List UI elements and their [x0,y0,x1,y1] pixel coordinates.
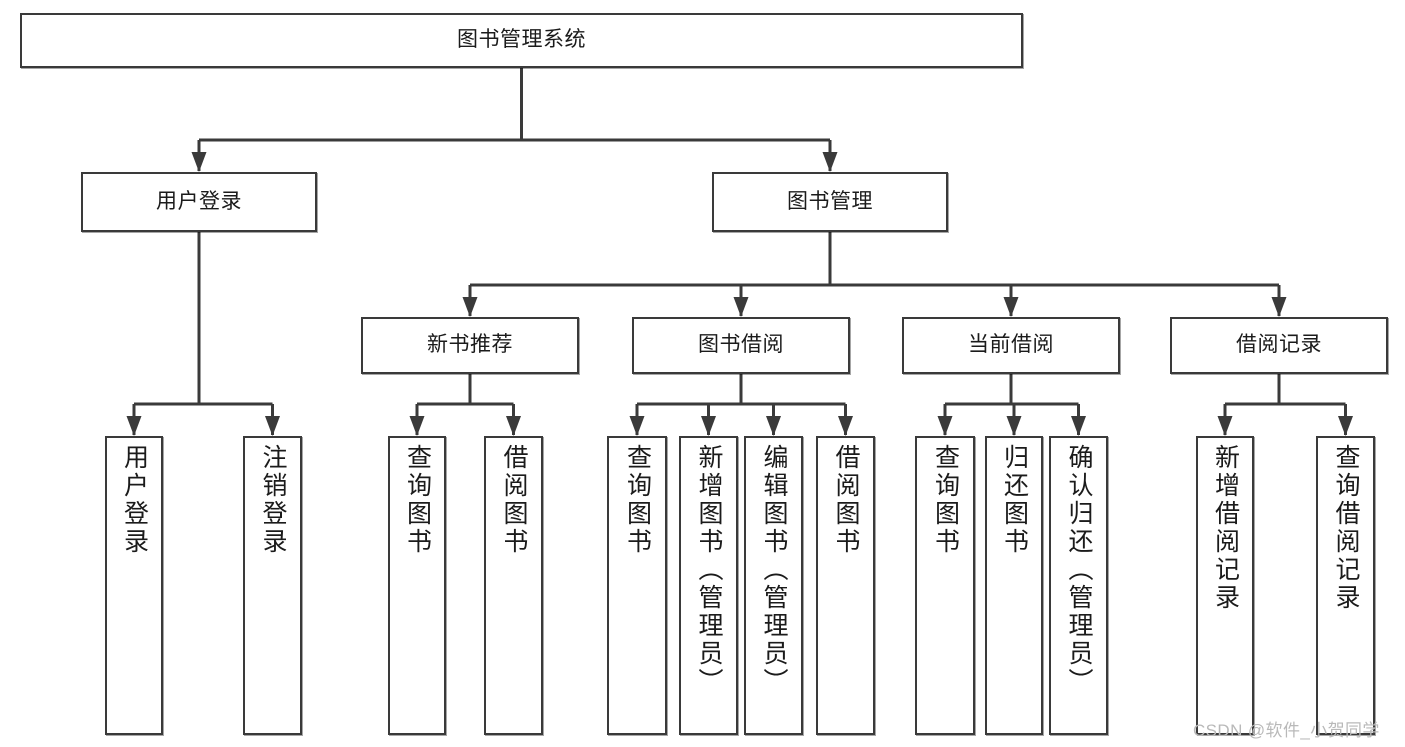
node-l1b: 图书管理 [712,172,948,232]
node-root: 图书管理系统 [20,13,1023,68]
node-leaf5: 查询图书 [607,436,667,735]
csdn-watermark: CSDN @软件_小贺同学 [1193,721,1380,740]
node-label: 查询图书 [931,444,960,556]
node-label: 查询借阅记录 [1332,444,1360,612]
node-leaf10: 归还图书 [985,436,1043,735]
node-label: 查询图书 [403,444,432,556]
node-label: 当前借阅 [968,333,1054,357]
node-label: 图书借阅 [698,333,784,357]
node-leaf11: 确认归还（管理员） [1049,436,1108,735]
node-label: 借阅图书 [832,444,860,556]
node-leaf13: 查询借阅记录 [1316,436,1375,735]
node-label: 借阅图书 [500,444,528,556]
node-label: 注销登录 [259,444,287,556]
node-label: 用户登录 [120,444,149,556]
node-leaf2: 注销登录 [243,436,302,735]
node-l2a: 新书推荐 [361,317,579,374]
node-l1a: 用户登录 [81,172,317,232]
node-leaf9: 查询图书 [915,436,975,735]
node-l2c: 当前借阅 [902,317,1120,374]
node-label: 借阅记录 [1236,333,1322,357]
node-leaf7: 编辑图书（管理员） [744,436,803,735]
node-label: 新增图书（管理员） [695,444,723,696]
node-label: 归还图书 [1000,444,1029,556]
node-l2d: 借阅记录 [1170,317,1388,374]
node-label: 新书推荐 [427,333,513,357]
node-label: 图书管理系统 [457,28,586,52]
node-label: 编辑图书（管理员） [760,444,788,696]
node-leaf8: 借阅图书 [816,436,875,735]
node-leaf12: 新增借阅记录 [1196,436,1254,735]
node-label: 确认归还（管理员） [1065,444,1093,696]
node-label: 查询图书 [623,444,652,556]
node-label: 用户登录 [156,189,242,213]
node-leaf6: 新增图书（管理员） [679,436,738,735]
node-label: 图书管理 [787,189,873,213]
node-leaf4: 借阅图书 [484,436,543,735]
node-leaf3: 查询图书 [388,436,446,735]
node-leaf1: 用户登录 [105,436,163,735]
node-l2b: 图书借阅 [632,317,850,374]
node-label: 新增借阅记录 [1211,444,1240,612]
